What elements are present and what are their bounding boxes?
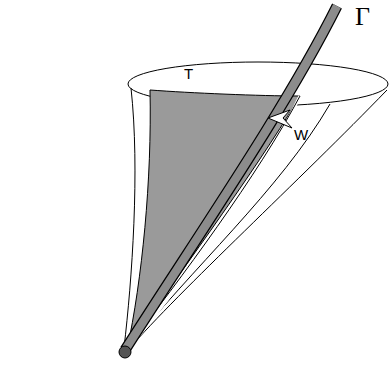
cone-right-side <box>128 90 387 350</box>
vertex-dot <box>119 346 131 358</box>
band-outline <box>125 6 337 350</box>
pointer-arrow <box>268 110 292 128</box>
cone-left-side <box>124 88 135 348</box>
band-gamma <box>125 6 337 350</box>
surface-label: W <box>294 127 308 142</box>
region-label: T <box>184 66 193 81</box>
band-label: Γ <box>355 4 370 30</box>
